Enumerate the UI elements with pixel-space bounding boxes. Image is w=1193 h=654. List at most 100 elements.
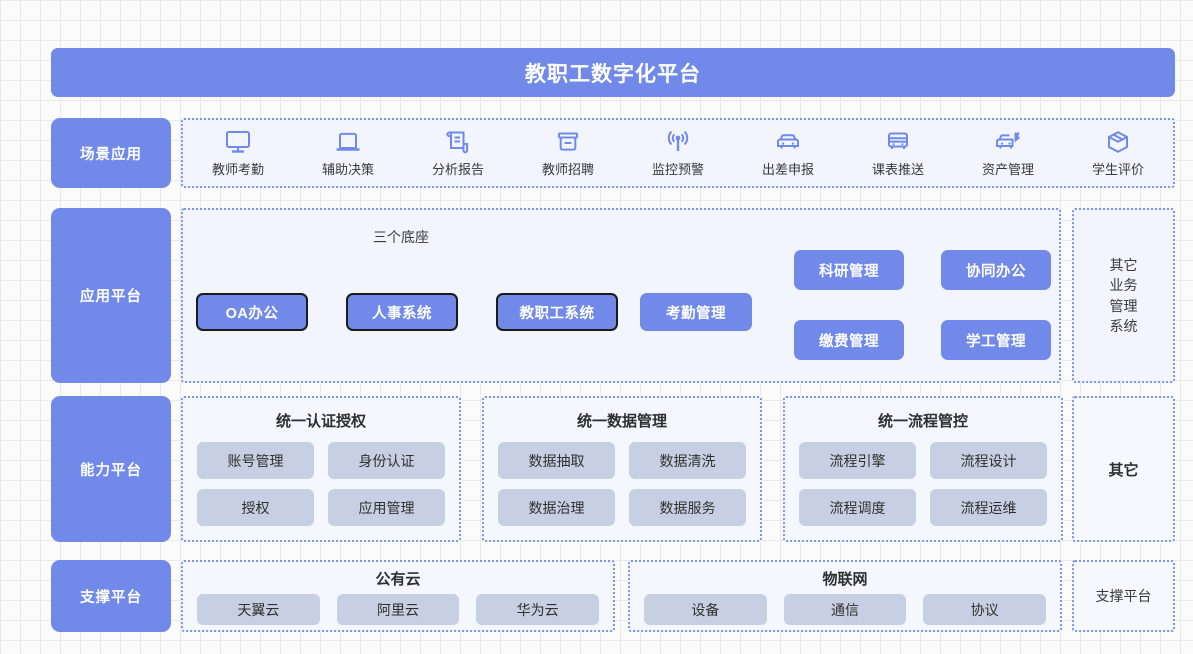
- other-business-systems-panel: 其它 业务 管理 系统: [1072, 208, 1175, 383]
- scenario-item-monitoring-alert[interactable]: 监控预警: [629, 129, 727, 178]
- report-scroll-icon: [444, 129, 472, 155]
- capability-group-process: 统一流程管控 流程引擎 流程设计 流程调度 流程运维: [783, 396, 1063, 542]
- capability-chip[interactable]: 数据服务: [629, 489, 746, 526]
- sidebar-item-capability-platform-label: 能力平台: [80, 459, 142, 480]
- sidebar-item-support-platform-label: 支撑平台: [80, 586, 142, 607]
- capability-group-title: 统一认证授权: [183, 410, 459, 431]
- archive-box-icon: [554, 129, 582, 155]
- app-button-label: 协同办公: [966, 260, 1026, 281]
- app-button-oa[interactable]: OA办公: [196, 293, 308, 331]
- support-chip-list: 设备 通信 协议: [644, 594, 1046, 625]
- app-button-label: 人事系统: [372, 302, 432, 323]
- capability-group-title: 统一数据管理: [484, 410, 760, 431]
- support-group-title: 物联网: [630, 568, 1060, 589]
- scenario-item-label: 教师招聘: [542, 159, 594, 178]
- sidebar-item-capability-platform[interactable]: 能力平台: [51, 396, 171, 542]
- capability-group-data: 统一数据管理 数据抽取 数据清洗 数据治理 数据服务: [482, 396, 762, 542]
- support-group-title: 公有云: [183, 568, 613, 589]
- capability-chip[interactable]: 身份认证: [328, 442, 445, 479]
- scenario-item-label: 资产管理: [982, 159, 1034, 178]
- scenario-item-teacher-recruitment[interactable]: 教师招聘: [519, 129, 617, 178]
- app-button-label: 学工管理: [966, 330, 1026, 351]
- scenario-item-analysis-report[interactable]: 分析报告: [409, 129, 507, 178]
- app-button-research[interactable]: 科研管理: [794, 250, 904, 290]
- sidebar-item-scenario[interactable]: 场景应用: [51, 118, 171, 188]
- support-chip[interactable]: 协议: [923, 594, 1046, 625]
- capability-group-title: 统一流程管控: [785, 410, 1061, 431]
- application-platform-panel: 三个底座 OA办公 人事系统 教职工系统 考勤管理 科研管理 协同办公 缴费管理…: [181, 208, 1061, 383]
- app-button-label: 缴费管理: [819, 330, 879, 351]
- support-chip[interactable]: 通信: [784, 594, 907, 625]
- sidebar-item-application-platform-label: 应用平台: [80, 285, 142, 306]
- page-title: 教职工数字化平台: [525, 58, 701, 88]
- capability-chip[interactable]: 授权: [197, 489, 314, 526]
- capability-chip-grid: 账号管理 身份认证 授权 应用管理: [197, 442, 445, 526]
- capability-group-auth: 统一认证授权 账号管理 身份认证 授权 应用管理: [181, 396, 461, 542]
- support-group-public-cloud: 公有云 天翼云 阿里云 华为云: [181, 560, 615, 632]
- capability-chip[interactable]: 流程调度: [799, 489, 916, 526]
- app-button-collaboration[interactable]: 协同办公: [941, 250, 1051, 290]
- bus-icon: [884, 129, 912, 155]
- scenario-item-label: 分析报告: [432, 159, 484, 178]
- other-line: 管理: [1110, 296, 1138, 316]
- capability-other-label: 其它: [1074, 398, 1173, 540]
- support-other-label: 支撑平台: [1074, 562, 1173, 630]
- monitor-icon: [224, 129, 252, 155]
- scenario-item-teacher-attendance[interactable]: 教师考勤: [189, 129, 287, 178]
- capability-chip[interactable]: 流程运维: [930, 489, 1047, 526]
- car-bluetooth-icon: [994, 129, 1022, 155]
- support-chip-list: 天翼云 阿里云 华为云: [197, 594, 599, 625]
- other-line: 系统: [1110, 316, 1138, 336]
- app-button-label: 教职工系统: [520, 302, 595, 323]
- scenario-item-label: 学生评价: [1092, 159, 1144, 178]
- support-other-panel: 支撑平台: [1072, 560, 1175, 632]
- capability-chip-grid: 流程引擎 流程设计 流程调度 流程运维: [799, 442, 1047, 526]
- app-button-attendance[interactable]: 考勤管理: [640, 293, 752, 331]
- app-button-hr[interactable]: 人事系统: [346, 293, 458, 331]
- scenario-item-timetable-push[interactable]: 课表推送: [849, 129, 947, 178]
- scenario-item-label: 教师考勤: [212, 159, 264, 178]
- other-business-systems-text: 其它 业务 管理 系统: [1074, 210, 1173, 381]
- sidebar-item-scenario-label: 场景应用: [80, 143, 142, 164]
- scenario-item-label: 出差申报: [762, 159, 814, 178]
- capability-chip[interactable]: 应用管理: [328, 489, 445, 526]
- cube-box-icon: [1104, 129, 1132, 155]
- capability-chip[interactable]: 数据治理: [498, 489, 615, 526]
- scenario-item-student-evaluation[interactable]: 学生评价: [1069, 129, 1167, 178]
- three-base-label: 三个底座: [373, 227, 429, 247]
- scenario-item-asset-management[interactable]: 资产管理: [959, 129, 1057, 178]
- app-button-label: 考勤管理: [666, 302, 726, 323]
- sidebar-item-support-platform[interactable]: 支撑平台: [51, 560, 171, 632]
- scenario-item-decision-support[interactable]: 辅助决策: [299, 129, 397, 178]
- app-button-payment[interactable]: 缴费管理: [794, 320, 904, 360]
- support-chip[interactable]: 华为云: [476, 594, 599, 625]
- app-button-student-affairs[interactable]: 学工管理: [941, 320, 1051, 360]
- sidebar-item-application-platform[interactable]: 应用平台: [51, 208, 171, 383]
- signal-tower-icon: [664, 129, 692, 155]
- support-group-iot: 物联网 设备 通信 协议: [628, 560, 1062, 632]
- laptop-icon: [334, 129, 362, 155]
- support-chip[interactable]: 天翼云: [197, 594, 320, 625]
- other-line: 其它: [1110, 255, 1138, 275]
- scenario-item-label: 监控预警: [652, 159, 704, 178]
- capability-chip[interactable]: 数据清洗: [629, 442, 746, 479]
- scenario-item-label: 课表推送: [872, 159, 924, 178]
- other-line: 业务: [1110, 275, 1138, 295]
- scenario-item-label: 辅助决策: [322, 159, 374, 178]
- scenario-panel: 教师考勤 辅助决策: [181, 118, 1175, 188]
- car-icon: [774, 129, 802, 155]
- scenario-icon-list: 教师考勤 辅助决策: [183, 120, 1173, 186]
- app-button-staff-system[interactable]: 教职工系统: [496, 293, 618, 331]
- capability-chip[interactable]: 账号管理: [197, 442, 314, 479]
- scenario-item-business-trip[interactable]: 出差申报: [739, 129, 837, 178]
- support-chip[interactable]: 阿里云: [337, 594, 460, 625]
- capability-other-panel: 其它: [1072, 396, 1175, 542]
- app-button-label: OA办公: [226, 302, 279, 323]
- capability-chip[interactable]: 数据抽取: [498, 442, 615, 479]
- capability-chip-grid: 数据抽取 数据清洗 数据治理 数据服务: [498, 442, 746, 526]
- page-header: 教职工数字化平台: [51, 48, 1175, 97]
- capability-chip[interactable]: 流程设计: [930, 442, 1047, 479]
- support-chip[interactable]: 设备: [644, 594, 767, 625]
- capability-chip[interactable]: 流程引擎: [799, 442, 916, 479]
